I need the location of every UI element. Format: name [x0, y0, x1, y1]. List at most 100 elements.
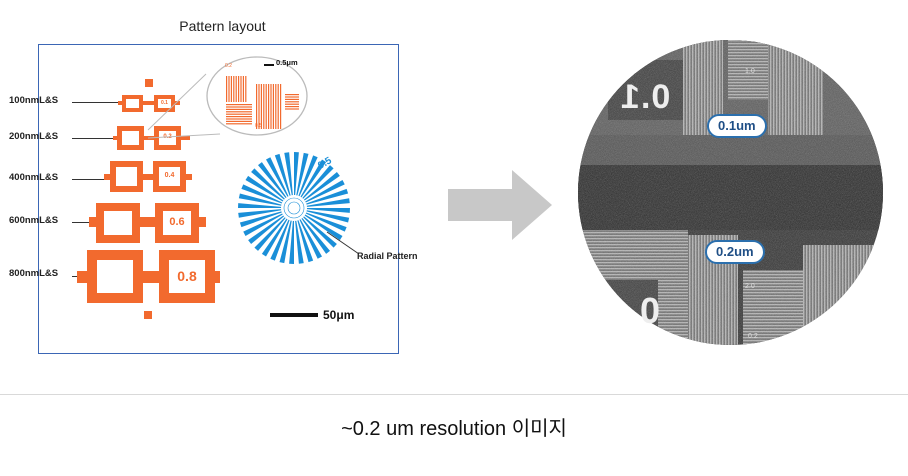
- radial-spoke: [296, 152, 309, 196]
- radial-spoke: [301, 217, 330, 254]
- radial-spoke: [266, 157, 289, 197]
- radial-spoke: [258, 162, 287, 199]
- inset-line: [233, 76, 235, 102]
- inset-line: [226, 120, 252, 122]
- inset-line: [285, 101, 299, 103]
- label-800nm: 800nmL&S: [9, 268, 59, 279]
- radial-spoke: [306, 188, 349, 205]
- inset-line: [285, 108, 299, 110]
- sem-digit: 0: [640, 290, 661, 331]
- alignment-marker: [145, 79, 153, 87]
- leader-line: [72, 222, 95, 224]
- inset-line: [226, 123, 252, 125]
- inset-line: [265, 84, 267, 129]
- leader-line: [72, 138, 119, 140]
- radial-spoke: [299, 219, 322, 259]
- radial-spoke: [251, 168, 285, 200]
- radial-leader: [326, 231, 360, 255]
- arrow-icon: [448, 170, 552, 240]
- inset-line: [226, 108, 252, 110]
- radial-spoke: [295, 220, 304, 264]
- inset-line: [226, 118, 252, 120]
- zoom-inset: [147, 56, 308, 139]
- radial-spoke: [270, 219, 290, 261]
- inset-line: [285, 94, 299, 96]
- radial-spoke: [294, 152, 299, 196]
- label-200nm: 200nmL&S: [9, 131, 59, 142]
- inset-line: [260, 84, 262, 129]
- alignment-marker: [144, 311, 152, 319]
- inset-line: [275, 84, 277, 129]
- inset-line: [263, 84, 265, 129]
- sem-digit: 0.1: [620, 78, 671, 116]
- caption: ~0.2 um resolution 이미지: [341, 418, 567, 440]
- radial-spoke: [304, 214, 343, 241]
- radial-spoke: [306, 208, 350, 213]
- radial-spoke: [241, 184, 283, 204]
- inset-line: [285, 98, 299, 100]
- inset-line: [285, 103, 299, 105]
- inset-line: [238, 76, 240, 102]
- radial-spoke: [261, 218, 288, 257]
- radial-spoke: [279, 220, 292, 264]
- radial-spoke: [248, 215, 285, 244]
- page-title: Pattern layout: [179, 18, 266, 34]
- resolution-label-upper: 0.1um: [707, 114, 767, 138]
- inset-line: [285, 106, 299, 108]
- scale-bar-label: 50μm: [323, 308, 355, 322]
- sem-digit: 1.0: [745, 68, 755, 75]
- inset-line: [240, 76, 242, 102]
- radial-spoke: [298, 155, 318, 197]
- sem-digit: 0.2: [748, 333, 758, 340]
- leader-line: [72, 179, 111, 181]
- radial-spoke: [306, 198, 350, 207]
- radial-spoke: [303, 216, 337, 248]
- label-600nm: 600nmL&S: [9, 215, 59, 226]
- inset-line: [256, 84, 258, 129]
- radial-spoke: [238, 193, 282, 206]
- inset-number: 0.2: [225, 63, 232, 69]
- inset-line: [258, 84, 260, 129]
- inset-line: [226, 104, 252, 106]
- radial-spoke: [284, 152, 293, 196]
- radial-spoke: [305, 180, 345, 203]
- inset-line: [226, 76, 228, 102]
- radial-spoke: [274, 153, 291, 196]
- inset-line: [242, 76, 244, 102]
- inset-number: 0.5: [255, 123, 262, 129]
- radial-spoke: [302, 165, 334, 199]
- resolution-label-lower: 0.2um: [705, 240, 765, 264]
- radial-spoke: [254, 217, 286, 251]
- inset-line: [226, 113, 252, 115]
- inset-line: [245, 76, 247, 102]
- inset-line: [235, 76, 237, 102]
- inset-line: [230, 76, 232, 102]
- sem-digit: 2.0: [745, 283, 755, 290]
- inset-line: [270, 84, 272, 129]
- radial-spoke: [306, 210, 350, 223]
- radial-spoke: [303, 172, 340, 201]
- radial-spoke: [243, 213, 283, 236]
- radial-pattern-label: Radial Pattern: [357, 251, 418, 261]
- leader-line: [72, 102, 122, 104]
- radial-spoke: [305, 212, 347, 232]
- radial-spoke: [245, 175, 284, 202]
- radial-spoke: [238, 203, 282, 208]
- inset-line: [226, 111, 252, 113]
- inset-line: [226, 116, 252, 118]
- pattern-layout-box: [38, 44, 399, 354]
- inset-line: [226, 106, 252, 108]
- scale-bar: [270, 313, 318, 317]
- radial-spoke: [289, 220, 294, 264]
- inset-line: [272, 84, 274, 129]
- inset-line: [285, 96, 299, 98]
- inset-line: [268, 84, 270, 129]
- inset-line: [228, 76, 230, 102]
- radial-spoke: [239, 211, 282, 228]
- inset-line: [280, 84, 282, 129]
- inset-scale-label: 0.5μm: [276, 58, 298, 67]
- inset-line: [277, 84, 279, 129]
- radial-spoke: [300, 159, 327, 198]
- label-400nm: 400nmL&S: [9, 172, 59, 183]
- divider: [0, 394, 908, 395]
